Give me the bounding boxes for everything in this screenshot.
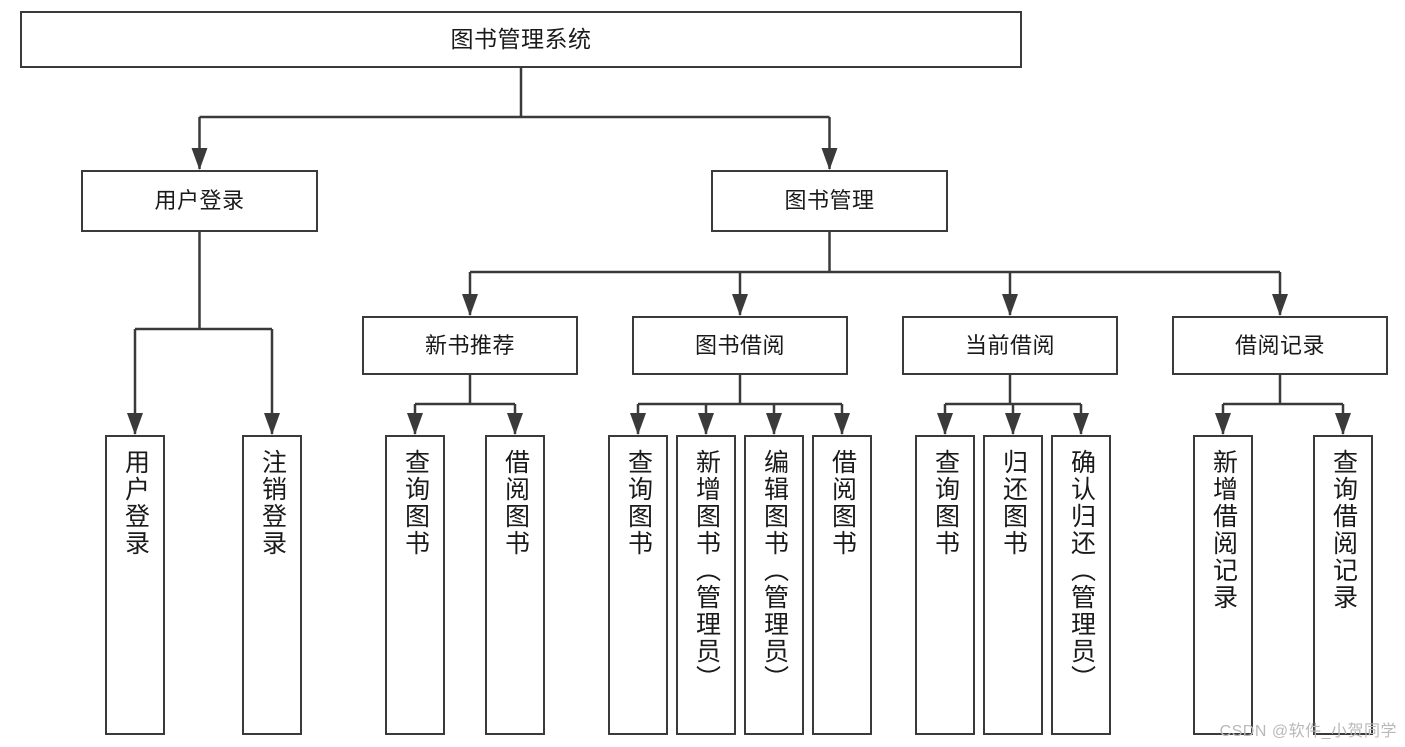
node-current-borrowing[interactable]: 当前借阅: [902, 316, 1118, 375]
node-leaf-edit-book-admin[interactable]: 编辑图书（管理员）: [744, 435, 804, 735]
csdn-watermark: CSDN @软件_小贺同学: [1219, 723, 1397, 740]
node-label: 新增借阅记录: [1209, 449, 1238, 611]
node-borrowing-records[interactable]: 借阅记录: [1172, 316, 1388, 375]
node-leaf-borrow-book[interactable]: 借阅图书: [812, 435, 872, 735]
node-label: 新增图书（管理员）: [692, 449, 721, 692]
node-leaf-user-login[interactable]: 用户登录: [105, 435, 165, 735]
node-label: 确认归还（管理员）: [1067, 449, 1096, 692]
node-label: 借阅记录: [1234, 332, 1325, 358]
node-label: 编辑图书（管理员）: [760, 449, 789, 692]
node-label: 图书管理系统: [450, 25, 592, 52]
node-book-borrowing[interactable]: 图书借阅: [632, 316, 848, 375]
node-label: 借阅图书: [501, 449, 530, 557]
node-leaf-logout[interactable]: 注销登录: [242, 435, 302, 735]
node-label: 图书借阅: [694, 332, 785, 358]
node-book-management[interactable]: 图书管理: [711, 170, 948, 232]
node-label: 用户登录: [154, 188, 245, 214]
node-new-book-recommendation[interactable]: 新书推荐: [362, 316, 578, 375]
node-leaf-query-book-borrow[interactable]: 查询图书: [608, 435, 668, 735]
node-leaf-add-borrow-record[interactable]: 新增借阅记录: [1193, 435, 1253, 735]
node-leaf-return-book[interactable]: 归还图书: [983, 435, 1043, 735]
node-label: 查询图书: [401, 449, 430, 557]
node-label: 图书管理: [784, 188, 875, 214]
node-leaf-borrow-book-recommend[interactable]: 借阅图书: [485, 435, 545, 735]
node-leaf-query-borrow-record[interactable]: 查询借阅记录: [1313, 435, 1373, 735]
node-user-login[interactable]: 用户登录: [81, 170, 318, 232]
node-label: 用户登录: [121, 449, 150, 557]
node-label: 当前借阅: [964, 332, 1055, 358]
node-label: 查询图书: [931, 449, 960, 557]
node-leaf-add-book-admin[interactable]: 新增图书（管理员）: [676, 435, 736, 735]
node-label: 新书推荐: [424, 332, 515, 358]
node-label: 借阅图书: [828, 449, 857, 557]
node-leaf-query-book-recommend[interactable]: 查询图书: [385, 435, 445, 735]
node-leaf-confirm-return-admin[interactable]: 确认归还（管理员）: [1051, 435, 1111, 735]
node-label: 查询图书: [624, 449, 653, 557]
node-root-system[interactable]: 图书管理系统: [20, 11, 1022, 68]
node-label: 注销登录: [258, 449, 287, 557]
node-label: 归还图书: [999, 449, 1028, 557]
node-label: 查询借阅记录: [1329, 449, 1358, 611]
node-leaf-query-book-current[interactable]: 查询图书: [915, 435, 975, 735]
